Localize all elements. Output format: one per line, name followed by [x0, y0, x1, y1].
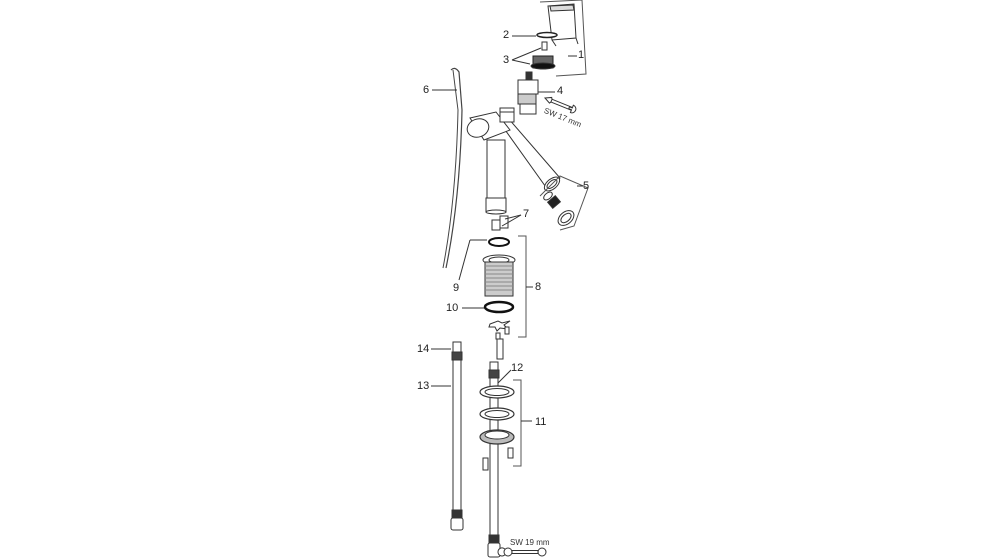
callout-6: 6 — [423, 84, 430, 96]
part-14-hose-fitting-left — [431, 341, 463, 361]
part-11-washers-nut — [479, 379, 532, 471]
wrench-sw17-icon — [543, 96, 577, 114]
part-2-ring — [512, 31, 558, 39]
callout-12: 12 — [511, 362, 524, 374]
part-13-flex-hose-left — [431, 359, 464, 531]
part-1-lever-cap — [539, 0, 587, 77]
wrench-sw19-label: SW 19 mm — [510, 538, 550, 547]
part-6-lift-rod — [432, 67, 463, 269]
callout-3: 3 — [503, 54, 510, 66]
part-7-connectors — [491, 214, 522, 231]
callout-13: 13 — [417, 380, 430, 392]
wrench-sw19-icon — [498, 548, 547, 556]
callout-1: 1 — [578, 49, 585, 61]
callout-4: 4 — [557, 85, 564, 97]
callout-11: 11 — [535, 416, 547, 428]
part-3-screw-and-seal — [511, 41, 556, 70]
callout-10: 10 — [446, 302, 459, 314]
callout-2: 2 — [503, 29, 510, 41]
flex-hose-right — [487, 377, 501, 558]
mixer-body — [466, 107, 561, 215]
callout-8: 8 — [535, 281, 542, 293]
callout-7: 7 — [523, 208, 530, 220]
part-10-oring — [462, 300, 515, 314]
part-9-oring — [458, 237, 510, 281]
callout-14: 14 — [417, 343, 430, 355]
part-4-cartridge — [517, 71, 555, 115]
fixing-clip-and-screws — [488, 320, 511, 360]
callout-9: 9 — [453, 282, 460, 294]
part-8-threaded-shank — [482, 235, 533, 338]
callout-5: 5 — [583, 180, 590, 192]
part-5-aerator — [539, 175, 589, 231]
